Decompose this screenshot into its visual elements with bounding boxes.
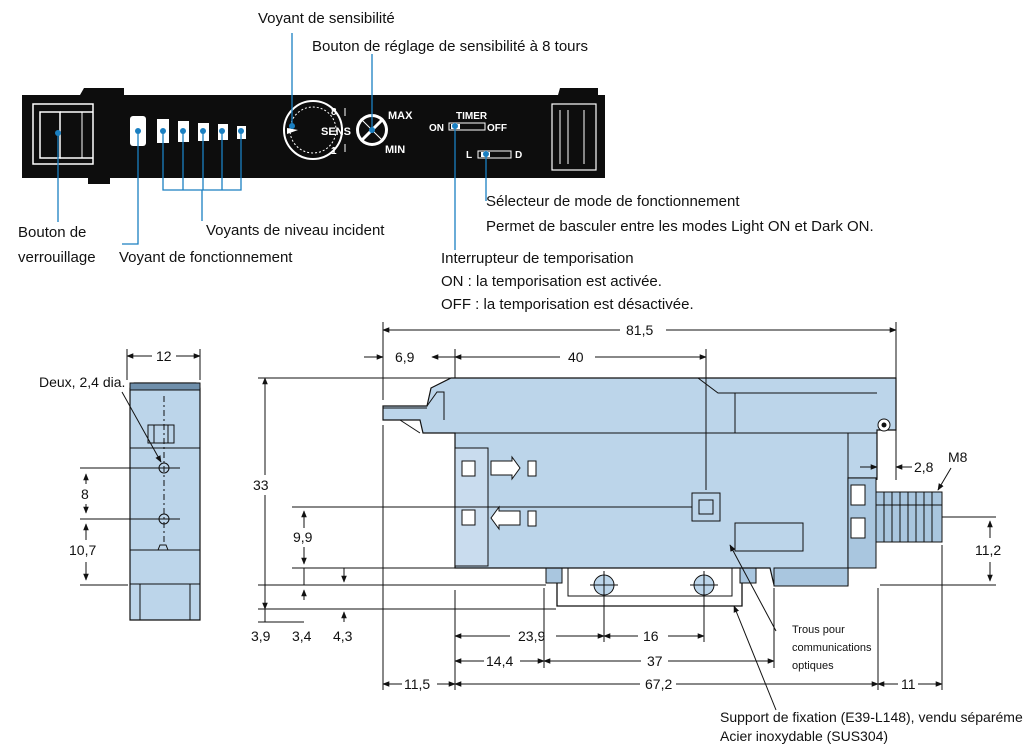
top-panel-view: SENS 8 1 MAX MIN TIMER ON OFF L	[18, 10, 874, 313]
m8-connector	[875, 491, 943, 543]
front-view: 81,5 6,9 40 33 9,9 3,9 3,4 4,3	[251, 322, 1023, 744]
mode-l-text: L	[466, 150, 472, 161]
holes-text-3: optiques	[792, 660, 834, 672]
holes-text-1: Trous pour	[792, 624, 845, 636]
dim-14-4: 14,4	[486, 653, 513, 669]
dim-11-5: 11,5	[404, 676, 430, 692]
side-dim-10-7: 10,7	[69, 542, 96, 558]
m8-label: M8	[948, 449, 968, 465]
timer-off-text: OFF	[487, 123, 507, 134]
holes-label: Deux, 2,4 dia.	[39, 374, 125, 390]
sens-text: SENS	[321, 126, 351, 138]
dim-3-9: 3,9	[251, 628, 271, 644]
mode-selector-desc: Permet de basculer entre les modes Light…	[486, 218, 874, 235]
side-width-dim: 12	[156, 348, 172, 364]
max-text: MAX	[388, 110, 413, 122]
lock-button[interactable]	[32, 103, 94, 165]
min-text: MIN	[385, 144, 405, 156]
timer-on-label: ON : la temporisation est activée.	[441, 273, 662, 290]
mode-selector-label: Sélecteur de mode de fonctionnement	[486, 193, 740, 210]
sensitivity-knob-label: Bouton de réglage de sensibilité à 8 tou…	[312, 38, 588, 55]
dial-eight: 8	[331, 107, 337, 118]
dim-9-9: 9,9	[293, 529, 313, 545]
bracket-label-1: Support de fixation (E39-L148), vendu sé…	[720, 709, 1023, 725]
dim-33: 33	[253, 477, 269, 493]
dial-one: 1	[331, 146, 337, 157]
side-view: 12 Deux, 2,4 dia. 8 10,7	[39, 348, 201, 621]
dim-6-9: 6,9	[395, 349, 415, 365]
dim-23-9: 23,9	[518, 628, 545, 644]
incident-level-label: Voyants de niveau incident	[206, 222, 385, 239]
lock-button-label-2: verrouillage	[18, 249, 96, 266]
timer-off-label: OFF : la temporisation est désactivée.	[441, 296, 694, 313]
timer-on-text: ON	[429, 123, 444, 134]
dim-81-5: 81,5	[626, 322, 653, 338]
top-leaders	[55, 33, 489, 250]
dim-3-4: 3,4	[292, 628, 312, 644]
lock-button-label-1: Bouton de	[18, 224, 86, 241]
dim-16: 16	[643, 628, 659, 644]
dim-11-2: 11,2	[975, 542, 1001, 558]
dim-11: 11	[901, 676, 916, 692]
bracket-label-2: Acier inoxydable (SUS304)	[720, 728, 888, 744]
dim-67-2: 67,2	[645, 676, 672, 692]
timer-switch-label: Interrupteur de temporisation	[441, 250, 634, 267]
dim-40: 40	[568, 349, 584, 365]
panel-body	[22, 88, 605, 178]
cable-end	[551, 103, 597, 171]
holes-text-2: communications	[792, 642, 872, 654]
sensitivity-indicator-label: Voyant de sensibilité	[258, 10, 395, 27]
dim-37: 37	[647, 653, 663, 669]
mode-d-text: D	[515, 150, 522, 161]
dim-4-3: 4,3	[333, 628, 353, 644]
timer-text: TIMER	[456, 111, 488, 122]
operation-indicator-label: Voyant de fonctionnement	[119, 249, 293, 266]
sensitivity-dial: SENS 8 1	[283, 100, 351, 160]
side-dim-8: 8	[81, 486, 89, 502]
dim-2-8: 2,8	[914, 459, 934, 475]
mounting-bracket	[545, 566, 757, 607]
